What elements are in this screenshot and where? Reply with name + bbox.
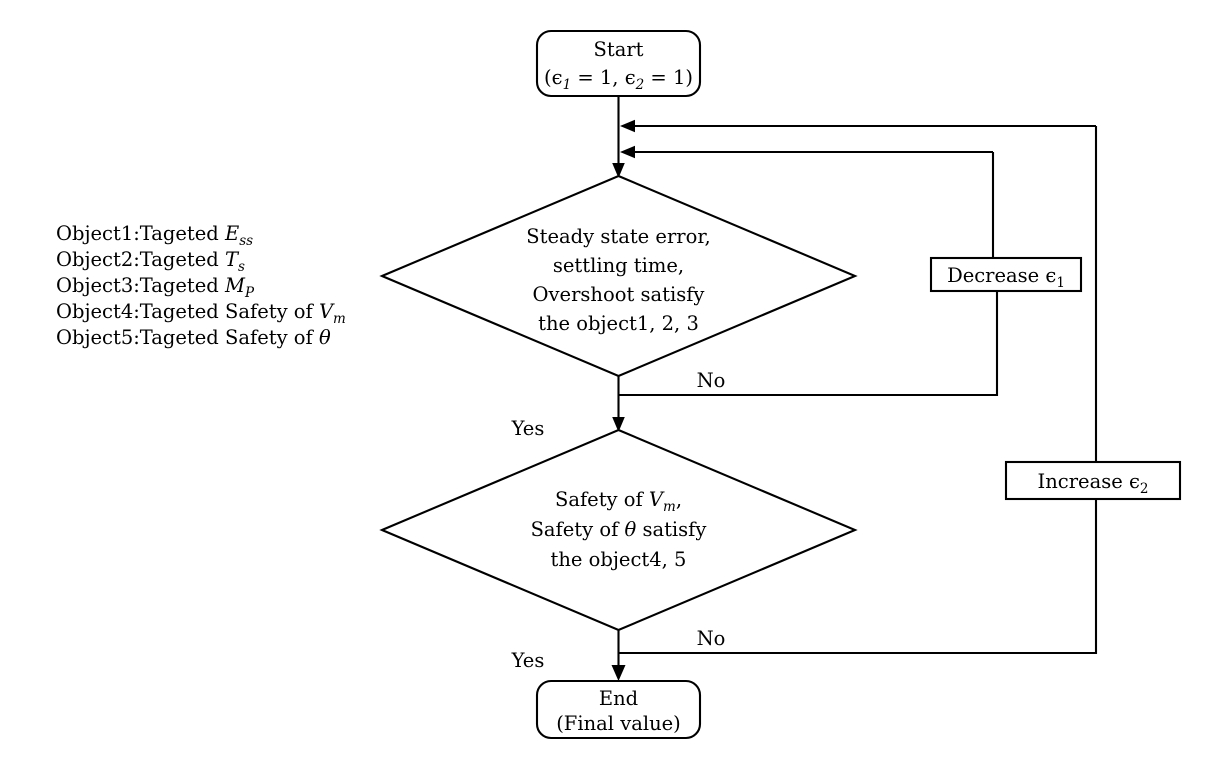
legend-item-3: Object3:Tageted MP (56, 274, 255, 301)
decision2-line-3: the object4, 5 (551, 548, 687, 571)
objectives-legend: Object1:Tageted Ess Object2:Tageted Ts O… (56, 222, 346, 349)
node-text-layer: Start (ϵ1 = 1, ϵ2 = 1) Steady state erro… (526, 38, 1148, 735)
edge-label-layer: No Yes No Yes (511, 369, 726, 672)
end-node-line2: (Final value) (556, 712, 681, 735)
decrease-epsilon1-node[interactable] (929, 256, 1083, 293)
legend-item-1: Object1:Tageted Ess (56, 222, 253, 249)
arrowhead-into-decision2 (612, 417, 625, 432)
increase-epsilon2-label: Increase ϵ2 (1038, 470, 1149, 497)
decision1-line-4: the object1, 2, 3 (538, 312, 699, 335)
end-node[interactable] (535, 679, 702, 740)
decision1-line-1: Steady state error, (526, 225, 710, 248)
arrowhead-into-end (611, 665, 626, 681)
decision2-line-1: Safety of Vm, (555, 488, 682, 515)
decision1-line-2: settling time, (553, 254, 684, 277)
decision2-node[interactable] (379, 428, 858, 632)
edge-label-no-1: No (697, 369, 726, 392)
start-node-line1: Start (594, 38, 644, 61)
decrease-epsilon1-label: Decrease ϵ1 (947, 264, 1065, 291)
decision2-line-2: Safety of θ satisfy (531, 518, 707, 541)
arrowhead-decrease-feedback (620, 145, 635, 159)
edge-decision1-no-to-decrease (618, 291, 999, 397)
end-node-line1: End (599, 687, 638, 710)
arrowhead-into-decision1 (612, 163, 625, 178)
decision1-node[interactable] (379, 174, 858, 378)
start-node[interactable] (535, 29, 702, 98)
legend-item-2: Object2:Tageted Ts (56, 248, 245, 275)
edge-label-yes-2: Yes (511, 649, 545, 672)
edge-layer (611, 96, 1098, 681)
edge-label-yes-1: Yes (511, 417, 545, 440)
legend-item-4: Object4:Tageted Safety of Vm (56, 300, 346, 327)
node-layer (379, 29, 1182, 740)
decision1-line-3: Overshoot satisfy (533, 283, 705, 306)
arrowhead-increase-feedback (620, 119, 635, 133)
edge-decision2-no-to-increase (618, 499, 1098, 655)
increase-epsilon2-node[interactable] (1004, 460, 1182, 501)
edge-label-no-2: No (697, 627, 726, 650)
start-node-line2: (ϵ1 = 1, ϵ2 = 1) (544, 66, 693, 93)
legend-item-5: Object5:Tageted Safety of θ (56, 326, 331, 349)
